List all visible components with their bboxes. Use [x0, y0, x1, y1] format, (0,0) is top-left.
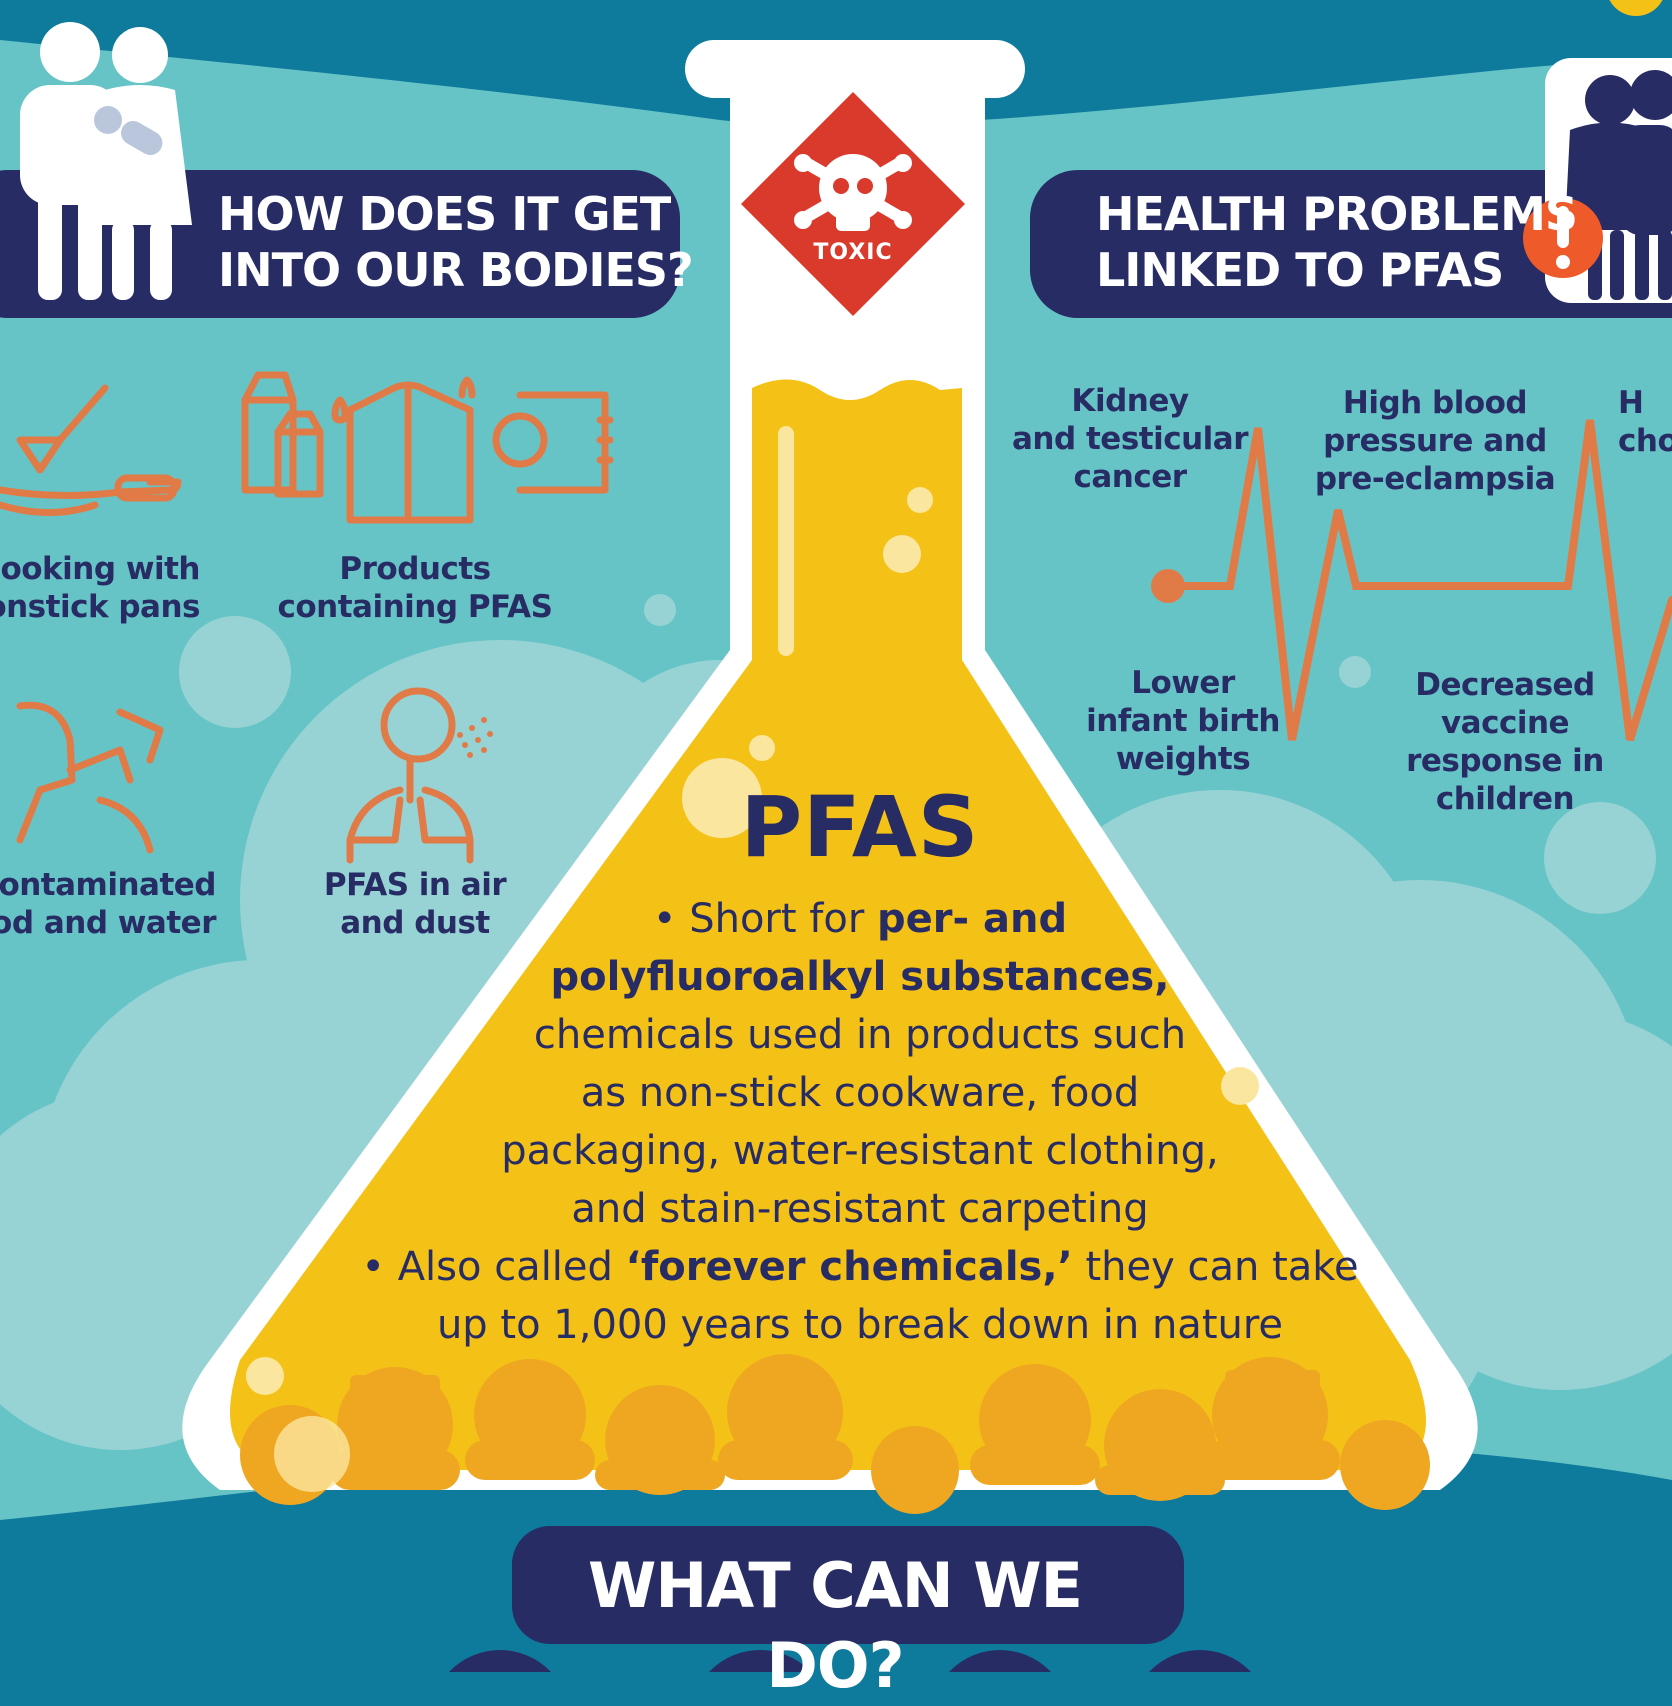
health-label-line: children: [1435, 781, 1575, 817]
pfas-description: • Short for per- and polyfluoroalkyl sub…: [360, 890, 1360, 1354]
exposure-food-water: -contaminated od and water: [0, 866, 217, 942]
people-silhouettes: [240, 1354, 1430, 1514]
heartbeat-start-dot: [1151, 569, 1185, 603]
health-blood-pressure: High blood pressure and pre-eclampsia: [1300, 384, 1570, 498]
toxic-badge: [741, 92, 965, 316]
pfas-bullet1-line2: polyfluoroalkyl substances,: [360, 948, 1360, 1006]
health-label-line: cancer: [1073, 459, 1187, 495]
pfas-bullet2-line1: • Also called ‘forever chemicals,’ they …: [361, 1244, 1359, 1290]
health-label-line: vaccine: [1440, 705, 1570, 741]
health-label-line: and testicular: [1012, 421, 1249, 457]
pfas-bullet2-rest: up to 1,000 years to break down in natur…: [436, 1302, 1284, 1348]
pfas-bullet1-bold2: polyfluoroalkyl substances,: [550, 954, 1170, 1000]
health-label-line: pressure and: [1323, 423, 1547, 459]
pfas-bullet1-rest-line: packaging, water-resistant clothing,: [501, 1128, 1219, 1174]
exposure-label-line: ooking with: [0, 551, 200, 587]
flask-rim: [685, 40, 1025, 98]
drinking-icon: [16, 701, 164, 854]
exposure-products: Products containing PFAS: [270, 550, 560, 626]
health-kidney-cancer: Kidney and testicular cancer: [1010, 382, 1250, 496]
right-header-title: HEALTH PROBLEMS LINKED TO PFAS: [1096, 186, 1578, 298]
health-label-line: infant birth: [1086, 703, 1280, 739]
bubbles: [246, 426, 1259, 1492]
health-label-line: response in: [1406, 743, 1604, 779]
pfas-bullet2-post: they can take: [1072, 1244, 1359, 1290]
right-header-line2: LINKED TO PFAS: [1096, 243, 1504, 297]
bottom-circles: [449, 1650, 1251, 1672]
exposure-label-line: -contaminated: [0, 867, 217, 903]
pfas-title: PFAS: [740, 778, 980, 876]
health-label-line: High blood: [1342, 385, 1528, 421]
alert-icon: [1523, 198, 1603, 278]
health-vaccine-response: Decreased vaccine response in children: [1400, 666, 1610, 818]
pfas-bullet1-bold1: per- and: [876, 896, 1068, 942]
lungs-icon: [346, 687, 474, 864]
health-label-line: Decreased: [1415, 667, 1595, 703]
pfas-bullet2-bold: ‘forever chemicals,’: [625, 1244, 1073, 1290]
frying-pan-icon: [0, 384, 182, 516]
pfas-bullet1-rest-line: as non-stick cookware, food: [580, 1070, 1140, 1116]
left-header-line1: HOW DOES IT GET: [218, 187, 671, 241]
cta-title: WHAT CAN WE DO?: [587, 1549, 1083, 1702]
pfas-bullet1-pre: Short for: [689, 896, 877, 942]
health-label-line: weights: [1115, 741, 1251, 777]
health-label-line: Lower: [1131, 665, 1235, 701]
health-label-line: Kidney: [1071, 383, 1189, 419]
right-header-line1: HEALTH PROBLEMS: [1096, 187, 1578, 241]
dust-dots: [457, 717, 493, 758]
toxic-label: TOXIC: [813, 240, 893, 265]
exposure-air-dust: PFAS in air and dust: [300, 866, 530, 942]
exposure-label-line: PFAS in air: [323, 867, 507, 903]
health-birth-weight: Lower infant birth weights: [1080, 664, 1286, 778]
left-header-line2: INTO OUR BODIES?: [218, 243, 694, 297]
pfas-bullet2-pre: Also called: [397, 1244, 626, 1290]
exposure-nonstick-pans: ooking with onstick pans: [0, 550, 201, 626]
baby-icon: [94, 106, 122, 134]
flask-liquid: [230, 379, 1426, 1471]
heartbeat-line: [1164, 419, 1672, 742]
corner-dot: [1609, 0, 1663, 16]
pfas-bullet1-rest-line: chemicals used in products such: [533, 1012, 1187, 1058]
pfas-bullet1-rest-line: and stain-resistant carpeting: [571, 1186, 1149, 1232]
pfas-bullet1-line1: • Short for per- and: [652, 896, 1068, 942]
left-header-title: HOW DOES IT GET INTO OUR BODIES?: [218, 186, 694, 298]
products-icon: [241, 371, 614, 524]
exposure-label-line: od and water: [0, 905, 217, 941]
skull-icon: [794, 154, 912, 231]
health-label-line: cho: [1618, 423, 1672, 459]
health-label-line: H: [1618, 385, 1644, 421]
health-label-line: pre-eclampsia: [1314, 461, 1556, 497]
right-header-pill: [1030, 170, 1672, 318]
exposure-label-line: onstick pans: [0, 589, 201, 625]
exposure-label-line: containing PFAS: [277, 589, 553, 625]
exposure-label-line: Products: [339, 551, 491, 587]
exposure-label-line: and dust: [340, 905, 490, 941]
health-cropped-item: H cho: [1618, 384, 1672, 460]
cta-pill: [512, 1526, 1184, 1644]
